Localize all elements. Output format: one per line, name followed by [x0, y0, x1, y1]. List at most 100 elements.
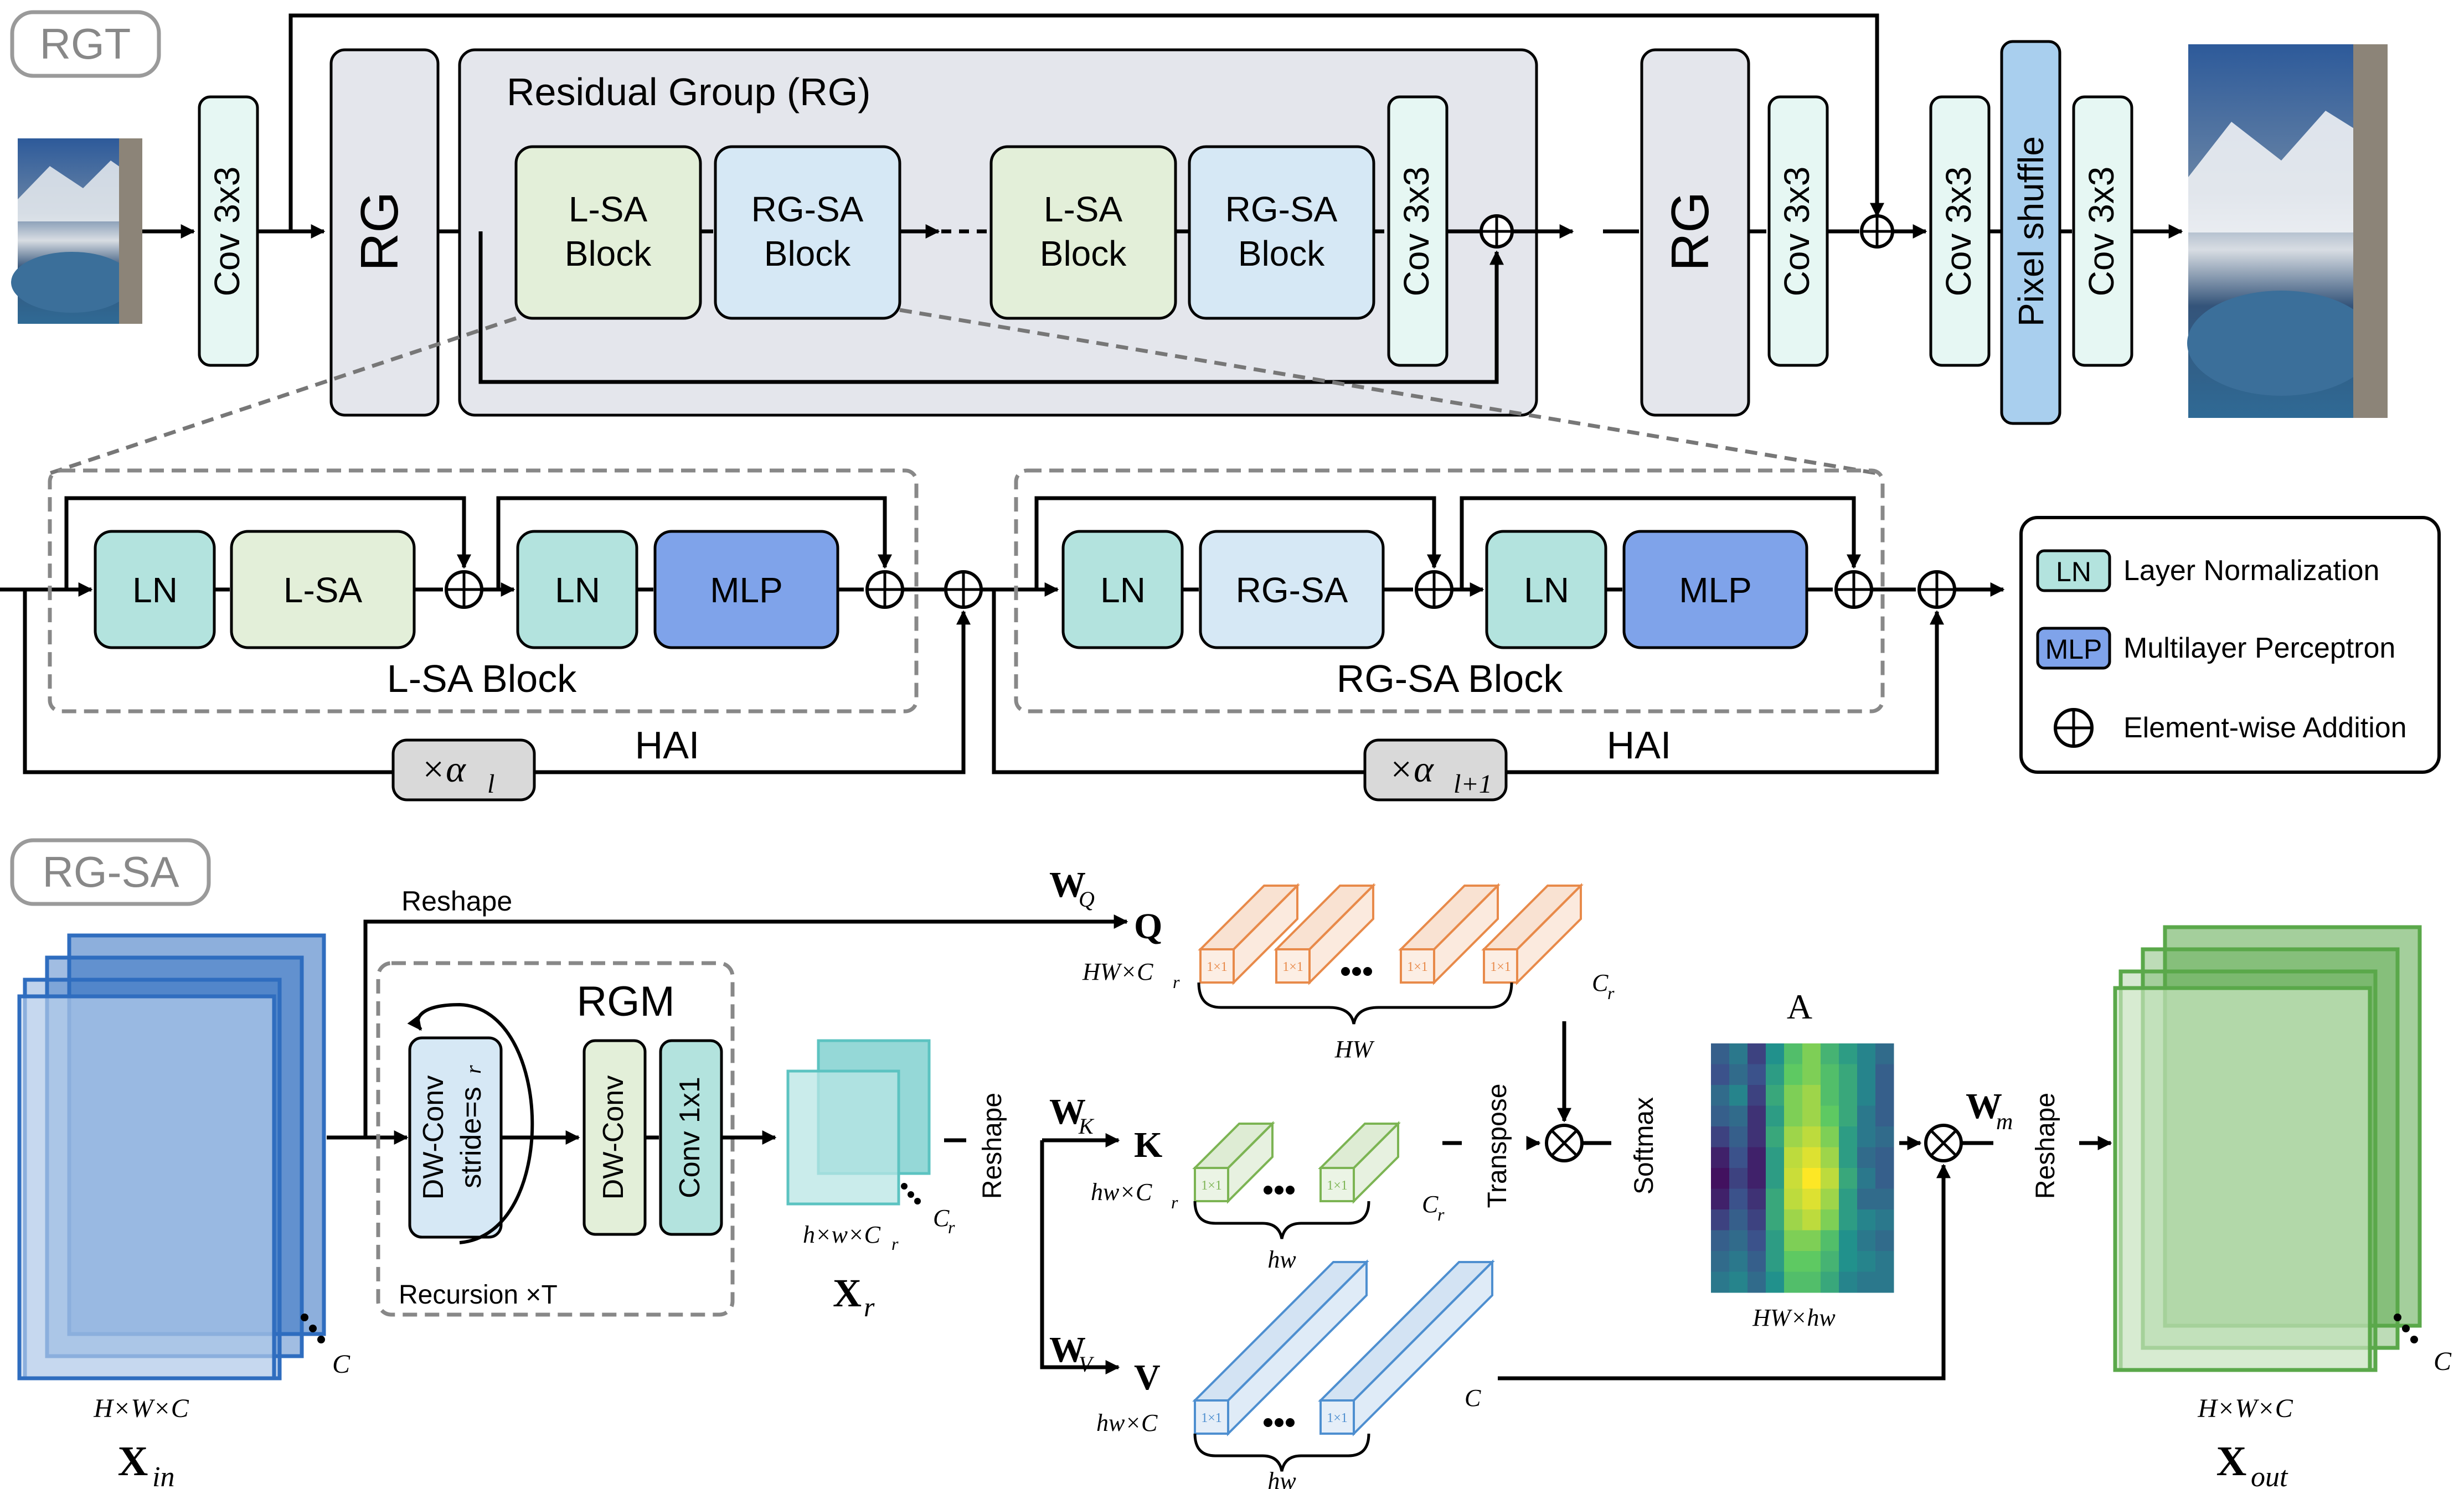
heatmap-cell [1802, 1188, 1821, 1210]
rgsa-attn-label: RG-SA [1236, 570, 1348, 610]
heatmap-cell [1729, 1105, 1748, 1127]
cell-label: 1×1 [1201, 1178, 1222, 1193]
heatmap-cell [1839, 1251, 1858, 1272]
heatmap-cell [1802, 1126, 1821, 1147]
rgsa-ln1-label: LN [1100, 570, 1146, 610]
q-token: 1×1 [1198, 883, 1300, 985]
heatmap-cell [1839, 1209, 1858, 1231]
heatmap-cell [1821, 1209, 1839, 1231]
rgsa-block-2-line2: Block [1238, 234, 1326, 273]
heatmap-cell [1857, 1105, 1876, 1127]
lsa-ln1-label: LN [132, 570, 178, 610]
q-label: Q [1134, 906, 1162, 947]
heatmap-cell [1802, 1147, 1821, 1169]
xin-sub: in [152, 1461, 174, 1489]
heatmap-cell [1839, 1085, 1858, 1106]
hai2-scale [1363, 738, 1508, 802]
heatmap-cell [1821, 1188, 1839, 1210]
k-token: 1×1 [1318, 1121, 1401, 1204]
legend-mlp-key: MLP [2045, 634, 2102, 665]
xr-dims: h×w×C [803, 1221, 881, 1248]
heatmap-cell [1857, 1126, 1876, 1147]
wk-label: W [1049, 1092, 1086, 1132]
rgsa-block-title: RG-SA Block [1337, 657, 1563, 700]
heatmap-cell [1711, 1209, 1730, 1231]
xin-c-label: C [332, 1350, 350, 1379]
k-hw: hw [1267, 1246, 1296, 1273]
heatmap-cell [1729, 1085, 1748, 1106]
q-ellipsis-dot [1363, 967, 1372, 976]
q-ellipsis-dot [1341, 967, 1350, 976]
heatmap-cell [1711, 1230, 1730, 1252]
k-ellipsis-dot [1286, 1186, 1295, 1195]
attention-heatmap [1711, 1043, 1894, 1293]
xr-dims-sub: r [891, 1234, 899, 1254]
xr-c-sub: r [948, 1217, 955, 1237]
q-token: 1×1 [1481, 883, 1584, 985]
rgsa-block-1 [714, 145, 901, 320]
lsa-block-2-line2: Block [1040, 234, 1127, 273]
conv-after-rg-label: Cov 3x3 [1777, 167, 1817, 297]
hai1-label: HAI [635, 723, 700, 767]
legend-ln-key: LN [2056, 556, 2091, 587]
rgt-section: RGT Cov 3x3 RG Residual Group (RG) L-SA … [10, 10, 2388, 475]
heatmap-cell [1839, 1168, 1858, 1189]
xout-feature-stack [2113, 925, 2422, 1372]
lsa-block-detail [48, 468, 919, 714]
cell-label: 1×1 [1327, 1178, 1348, 1193]
conv1x1-label: Conv 1x1 [674, 1077, 706, 1198]
heatmap-cell [1839, 1147, 1858, 1169]
heatmap-cell [1729, 1209, 1748, 1231]
wv-sub: V [1079, 1352, 1095, 1377]
reshape-top-label: Reshape [401, 886, 512, 917]
hai2-scale-sub: l+1 [1453, 769, 1492, 799]
heatmap-cell [1784, 1168, 1803, 1189]
heatmap-cell [1766, 1147, 1785, 1169]
lsa-block-1-line2: Block [565, 234, 652, 273]
xout-label: X [2216, 1438, 2247, 1485]
k-ellipsis-dot [1264, 1186, 1272, 1195]
hai1-scale-sub: l [487, 769, 494, 799]
rgsa-section-badge [10, 838, 211, 906]
heatmap-cell [1839, 1105, 1858, 1127]
rg-first-label: RG [350, 192, 409, 271]
heatmap-cell [1802, 1168, 1821, 1189]
wk-sub: K [1078, 1114, 1095, 1139]
heatmap-cell [1748, 1168, 1766, 1189]
hai2-label: HAI [1607, 723, 1672, 767]
rgsa-block-1-line2: Block [764, 234, 852, 273]
heatmap-cell [1875, 1230, 1894, 1252]
heatmap-cell [1875, 1147, 1894, 1169]
conv-last-label: Cov 3x3 [2081, 167, 2121, 297]
heatmap-cell [1711, 1085, 1730, 1106]
heatmap-cell [1748, 1251, 1766, 1272]
q-hw: HW [1334, 1036, 1375, 1063]
heatmap-cell [1802, 1043, 1821, 1064]
rgsa-block-1-line1: RG-SA [751, 189, 864, 229]
legend-add-text: Element-wise Addition [2123, 712, 2407, 744]
heatmap-cell [1857, 1147, 1876, 1169]
heatmap-cell [1766, 1209, 1785, 1231]
heatmap-cell [1711, 1043, 1730, 1064]
heatmap-cell [1857, 1188, 1876, 1210]
reshape-mid-label: Reshape [978, 1093, 1007, 1199]
hai1-scale-label: ×α [420, 748, 466, 790]
heatmap-cell [1821, 1105, 1839, 1127]
heatmap-cell [1748, 1188, 1766, 1210]
heatmap-cell [1875, 1209, 1894, 1231]
legend-mlp-swatch [2036, 627, 2111, 670]
q-token: 1×1 [1398, 883, 1501, 985]
heatmap-cell [1839, 1271, 1858, 1293]
heatmap-cell [1729, 1251, 1748, 1272]
heatmap-cell [1839, 1043, 1858, 1064]
heatmap-cell [1821, 1168, 1839, 1189]
cell-label: 1×1 [1201, 1411, 1222, 1425]
heatmap-cell [1766, 1043, 1785, 1064]
heatmap-cell [1729, 1271, 1748, 1293]
a-dims: HW×hw [1752, 1304, 1836, 1331]
heatmap-cell [1766, 1168, 1785, 1189]
residual-group-title: Residual Group (RG) [507, 70, 870, 113]
